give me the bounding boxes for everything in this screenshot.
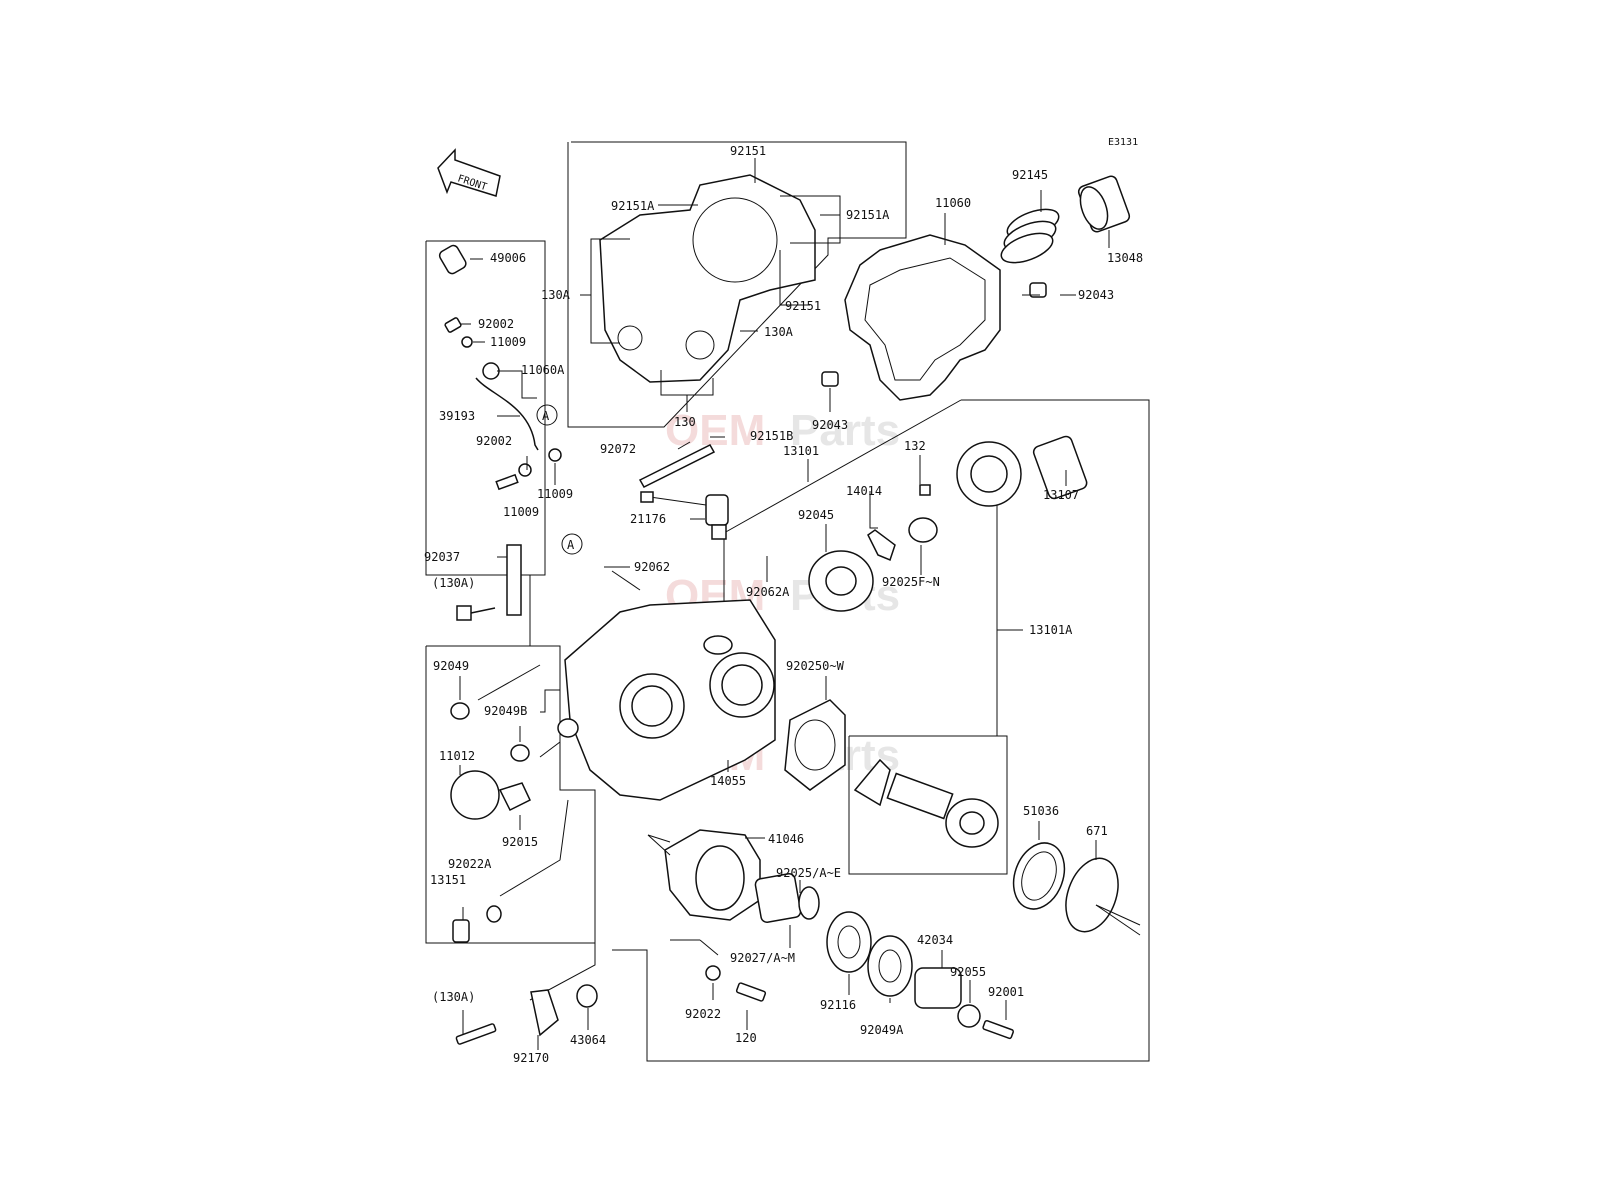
spring-part [1000,208,1060,264]
gasket-part [844,234,1001,401]
part-label: 92151B [750,429,793,443]
gear-part [956,435,1088,507]
part-labels: 92151 92151A 92151A 130A 92151 130A 130 … [424,144,1143,1065]
flange-part [664,829,761,921]
part-label: 92027/A~M [730,951,795,965]
part-label: 11009 [490,335,526,349]
part-label: 671 [1086,824,1108,838]
part-label: 13101A [1029,623,1073,637]
part-label: 92037 [424,550,460,564]
callout-letter: A [542,409,550,423]
oil-pipe-part [475,377,539,451]
part-label: 43064 [570,1033,606,1047]
part-label: 13048 [1107,251,1143,265]
part-label: 92045 [798,508,834,522]
part-label: 92151 [730,144,766,158]
callout-letter: A [567,538,575,552]
part-label: 49006 [490,251,526,265]
part-label: 21176 [630,512,666,526]
part-label: 92043 [1078,288,1114,302]
part-label: 11009 [537,487,573,501]
part-label: 92145 [1012,168,1048,182]
part-label: 130A [541,288,571,302]
part-label: (130A) [432,990,475,1004]
pinion-part [853,758,999,848]
part-label: 92151A [846,208,890,222]
part-label: 92062 [634,560,670,574]
part-label: 92015 [502,835,538,849]
part-label: 11060A [521,363,565,377]
part-label: 92151A [611,199,655,213]
part-label: 92001 [988,985,1024,999]
part-label: 92043 [812,418,848,432]
part-label: 13101 [783,444,819,458]
front-arrow-icon: FRONT [437,148,501,197]
part-label: 92116 [820,998,856,1012]
part-label: 132 [904,439,926,453]
bearing-part [808,550,874,612]
coupling-part [1077,175,1131,233]
part-label: 11060 [935,196,971,210]
diagram-code: E3131 [1108,137,1138,148]
part-label: 11009 [503,505,539,519]
part-label: 14055 [710,774,746,788]
part-label: 13107 [1043,488,1079,502]
housing-part [564,599,776,801]
part-label: 51036 [1023,804,1059,818]
part-label: 11012 [439,749,475,763]
part-label: 41046 [768,832,804,846]
part-label: 92025/A~E [776,866,841,880]
part-label: 92049B [484,704,527,718]
part-label: 13151 [430,873,466,887]
cover-part [599,174,816,383]
group-frames [425,141,1150,1062]
part-label: 42034 [917,933,953,947]
part-label: 92022 [685,1007,721,1021]
part-label: 92049A [860,1023,904,1037]
part-label: 14014 [846,484,882,498]
part-label: 130 [674,415,696,429]
part-label: 92170 [513,1051,549,1065]
parts [438,174,1131,1045]
callout-a: A A [536,404,583,555]
leader-lines [459,158,1141,1050]
part-label: 92002 [476,434,512,448]
part-label: 920250~W [786,659,845,673]
part-label: 130A [764,325,794,339]
part-label: 39193 [439,409,475,423]
watermark-parts: Parts [790,406,900,455]
part-label: 92049 [433,659,469,673]
part-label: 92055 [950,965,986,979]
part-label: 92025F~N [882,575,940,589]
part-label: 92151 [785,299,821,313]
part-label: (130A) [432,576,475,590]
part-label: 92062A [746,585,790,599]
part-label: 92072 [600,442,636,456]
part-label: 120 [735,1031,757,1045]
part-label: 92022A [448,857,492,871]
part-label: 92002 [478,317,514,331]
